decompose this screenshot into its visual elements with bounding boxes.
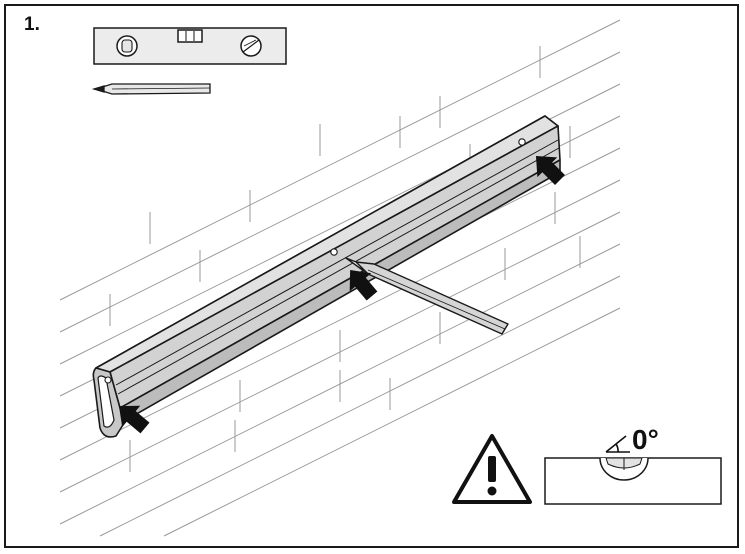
mounting-rail xyxy=(92,115,561,438)
angle-icon xyxy=(605,435,630,453)
brick-wall xyxy=(59,19,621,537)
warning-triangle-icon xyxy=(452,434,532,504)
marking-pencil xyxy=(345,257,509,335)
arrow-icon xyxy=(535,155,565,185)
arrow-icon xyxy=(349,269,378,301)
pencil-icon xyxy=(91,83,211,95)
level-angle-label: 0° xyxy=(632,424,659,455)
arrow-icon xyxy=(118,405,150,434)
spirit-level-icon xyxy=(93,27,287,65)
step-number: 1. xyxy=(24,14,40,35)
level-bubble-icon xyxy=(544,457,722,505)
